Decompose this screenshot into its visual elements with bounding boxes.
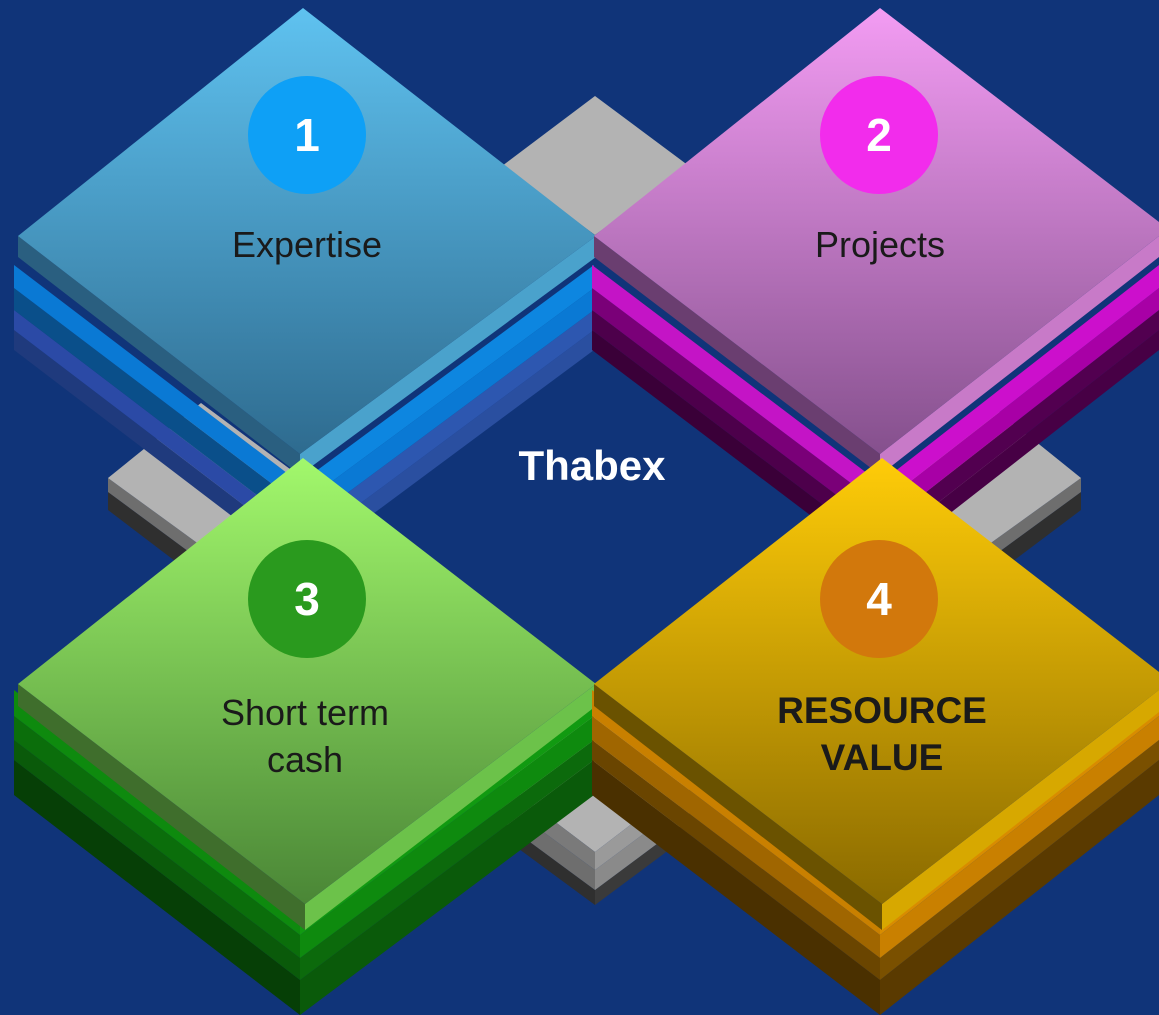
label-short-term-cash: Short term cash <box>220 692 390 780</box>
tile-resource-value <box>592 458 1159 1015</box>
badge-3: 3 <box>248 540 366 658</box>
tile-expertise <box>14 8 596 568</box>
badge-4: 4 <box>820 540 938 658</box>
center-title: Thabex <box>518 442 666 489</box>
tile-short-term-cash <box>14 458 596 1015</box>
label-expertise: Expertise <box>231 224 383 265</box>
label-projects: Projects <box>814 224 946 265</box>
badge-2: 2 <box>820 76 938 194</box>
badge-1: 1 <box>248 76 366 194</box>
label-resource-value: RESOURCE VALUE <box>777 690 987 778</box>
tile-projects <box>592 8 1159 568</box>
